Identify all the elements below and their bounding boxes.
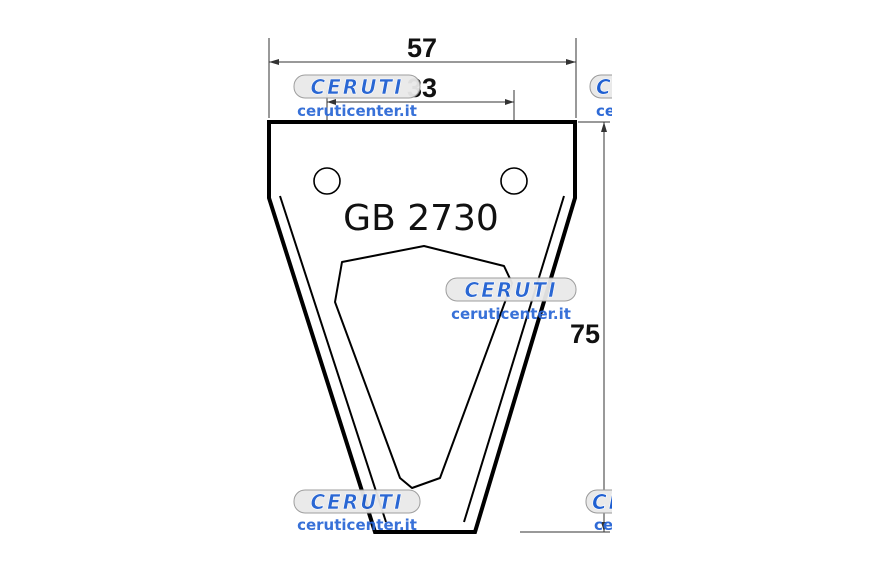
watermark-top-right: CERUTI ceruticenter.it	[589, 74, 716, 120]
watermark-url: ceruticenter.it	[451, 305, 571, 323]
height-arrow-bottom	[601, 522, 607, 532]
height-dimension-label: 75	[570, 319, 600, 349]
watermark-top-left: CERUTI ceruticenter.it	[293, 74, 421, 120]
hole-arrow-left	[327, 99, 336, 105]
width-dimension: 57	[268, 33, 577, 118]
watermark-url: ceruticenter.it	[594, 516, 714, 534]
watermark-partial-right: CERUTI ceruticenter.it CERUTI ceruticent…	[585, 74, 716, 534]
watermark-center: CERUTI ceruticenter.it	[445, 277, 577, 323]
watermark-logo: CERUTI	[464, 278, 557, 302]
mounting-hole-left	[313, 167, 341, 195]
mounting-hole-right	[500, 167, 528, 195]
hole-arrow-right	[505, 99, 514, 105]
width-arrow-left	[269, 59, 279, 65]
watermark-bottom-left: CERUTI ceruticenter.it	[293, 489, 421, 534]
part-code-label: GB 2730	[343, 198, 499, 239]
watermark-url: ceruticenter.it	[297, 102, 417, 120]
watermark-url: ceruticenter.it	[297, 516, 417, 534]
watermark-logo: CERUTI	[596, 75, 689, 99]
blade-outer-outline	[267, 120, 577, 534]
watermark-logo: CERUTI	[592, 490, 685, 514]
blade-section: GB 2730	[267, 120, 577, 534]
height-dimension: 75	[520, 121, 610, 533]
watermark-logo: CERUTI	[310, 490, 403, 514]
watermark-logo-plate	[445, 277, 577, 302]
height-arrow-top	[601, 122, 607, 132]
watermark-logo-plate	[589, 74, 612, 99]
watermark-logo-plate	[585, 489, 612, 514]
watermark-logo-plate	[293, 489, 421, 514]
width-arrow-right	[566, 59, 576, 65]
blade-inner-cutout	[334, 245, 513, 489]
watermark-url: ceruticenter.it	[596, 102, 716, 120]
width-dimension-label: 57	[407, 33, 437, 63]
blade-bevel-right	[463, 195, 565, 523]
watermark-logo-plate	[293, 74, 421, 99]
blade-bevel-left	[279, 195, 387, 523]
watermark-bottom-right: CERUTI ceruticenter.it	[585, 489, 714, 534]
watermark-logo: CERUTI	[310, 75, 403, 99]
